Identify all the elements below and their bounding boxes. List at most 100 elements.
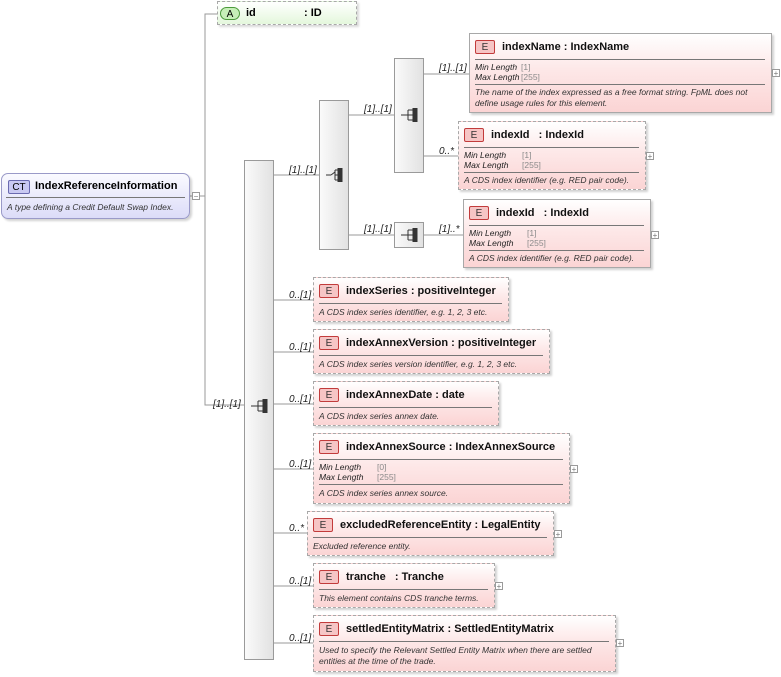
expand-button[interactable]: + <box>495 582 503 591</box>
facet-max-length: Max Length[255] <box>475 72 540 82</box>
element-description: Excluded reference entity. <box>313 541 411 551</box>
element-header: E settledEntityMatrix : SettledEntityMat… <box>319 621 554 637</box>
element-badge: E <box>469 206 489 220</box>
element-badge: E <box>475 40 495 54</box>
element-indexAnnexSource[interactable]: E indexAnnexSource : IndexAnnexSource Mi… <box>313 433 570 504</box>
element-badge: E <box>319 622 339 636</box>
facet-min-length: Min Length[1] <box>475 62 531 72</box>
element-description: A CDS index identifier (e.g. RED pair co… <box>464 175 630 185</box>
multiplicity-indexId-a: 0..* <box>439 146 455 157</box>
multiplicity-inner-sequence-2: [1]..[1] <box>364 224 392 235</box>
facet-max-length: Max Length[255] <box>319 472 396 482</box>
element-excludedReferenceEntity[interactable]: E excludedReferenceEntity : LegalEntity … <box>307 511 554 556</box>
element-badge: E <box>319 440 339 454</box>
divider <box>319 459 563 460</box>
element-name: indexId <box>496 207 535 219</box>
element-header: E indexAnnexDate : date <box>319 387 465 403</box>
element-badge: E <box>464 128 484 142</box>
element-header: E indexName : IndexName <box>475 39 629 55</box>
sequence-icon <box>401 108 418 122</box>
element-description: Used to specify the Relevant Settled Ent… <box>319 645 592 666</box>
element-indexAnnexVersion[interactable]: E indexAnnexVersion : positiveInteger A … <box>313 329 550 374</box>
element-badge: E <box>319 336 339 350</box>
multiplicity-excludedReferenceEntity: 0..* <box>289 523 305 534</box>
divider <box>319 355 543 356</box>
divider <box>319 303 502 304</box>
element-type: Tranche <box>401 571 444 583</box>
multiplicity-indexAnnexSource: 0..[1] <box>289 459 312 470</box>
expand-button[interactable]: + <box>646 152 654 161</box>
element-name: settledEntityMatrix <box>346 623 445 635</box>
element-header: E indexAnnexVersion : positiveInteger <box>319 335 536 351</box>
element-description: A CDS index series annex date. <box>319 411 440 421</box>
divider <box>464 147 639 148</box>
complex-type-description: A type defining a Credit Default Swap In… <box>7 202 174 212</box>
element-name: indexAnnexSource <box>346 441 446 453</box>
element-description: The name of the index expressed as a fre… <box>475 87 748 108</box>
divider <box>319 589 488 590</box>
element-type: positiveInteger <box>417 285 496 297</box>
expand-button[interactable]: + <box>772 69 780 78</box>
element-description: A CDS index identifier (e.g. RED pair co… <box>469 253 635 263</box>
element-badge: E <box>319 570 339 584</box>
complex-type-name: IndexReferenceInformation <box>35 180 178 192</box>
element-indexId[interactable]: E indexId : IndexId Min Length[1] Max Le… <box>458 121 646 190</box>
element-indexSeries[interactable]: E indexSeries : positiveInteger A CDS in… <box>313 277 509 322</box>
element-header: E excludedReferenceEntity : LegalEntity <box>313 517 541 533</box>
divider <box>313 537 547 538</box>
element-description: A CDS index series version identifier, e… <box>319 359 518 369</box>
element-header: E indexSeries : positiveInteger <box>319 283 496 299</box>
attribute-id[interactable]: A id : ID <box>217 1 357 25</box>
element-settledEntityMatrix[interactable]: E settledEntityMatrix : SettledEntityMat… <box>313 615 616 672</box>
choice-compositor[interactable] <box>319 100 349 250</box>
element-type: IndexId <box>545 129 584 141</box>
expand-button[interactable]: + <box>554 530 562 539</box>
divider <box>469 225 644 226</box>
element-badge: E <box>319 284 339 298</box>
divider <box>464 172 639 173</box>
divider <box>319 407 492 408</box>
complex-type-badge: CT <box>8 180 30 194</box>
attribute-type: : ID <box>304 7 322 19</box>
element-type: date <box>441 389 465 401</box>
element-badge: E <box>313 518 333 532</box>
expand-button[interactable]: + <box>570 465 578 474</box>
element-type: IndexAnnexSource <box>455 441 556 453</box>
element-type: LegalEntity <box>481 519 541 531</box>
multiplicity-outer-sequence: [1]..[1] <box>213 399 241 410</box>
divider <box>6 197 185 198</box>
element-type: positiveInteger <box>457 337 537 349</box>
element-header: E indexAnnexSource : IndexAnnexSource <box>319 439 555 455</box>
multiplicity-settledEntityMatrix: 0..[1] <box>289 633 312 644</box>
multiplicity-indexAnnexDate: 0..[1] <box>289 394 312 405</box>
multiplicity-indexSeries: 0..[1] <box>289 290 312 301</box>
element-type: IndexId <box>550 207 589 219</box>
element-indexId[interactable]: E indexId : IndexId Min Length[1] Max Le… <box>463 199 651 268</box>
element-name: excludedReferenceEntity <box>340 519 472 531</box>
element-indexAnnexDate[interactable]: E indexAnnexDate : date A CDS index seri… <box>313 381 499 426</box>
expand-button[interactable]: + <box>651 231 659 240</box>
element-header: E indexId : IndexId <box>469 205 589 221</box>
multiplicity-tranche: 0..[1] <box>289 576 312 587</box>
choice-icon <box>326 168 343 182</box>
outer-sequence[interactable] <box>244 160 274 660</box>
divider <box>319 641 609 642</box>
element-name: indexId <box>491 129 530 141</box>
element-name: indexName <box>502 41 561 53</box>
attribute-name: id <box>246 7 256 19</box>
complex-type-box[interactable]: CT IndexReferenceInformation A type defi… <box>1 173 190 219</box>
element-name: indexAnnexVersion <box>346 337 449 349</box>
divider <box>475 59 765 60</box>
element-name: tranche <box>346 571 386 583</box>
element-tranche[interactable]: E tranche : Tranche This element contain… <box>313 563 495 608</box>
expand-button[interactable]: + <box>616 639 624 648</box>
facet-min-length: Min Length[1] <box>469 228 537 238</box>
divider <box>469 250 644 251</box>
sequence-icon <box>401 228 418 242</box>
element-indexName[interactable]: E indexName : IndexName Min Length[1] Ma… <box>469 33 772 113</box>
collapse-button[interactable]: − <box>192 192 200 201</box>
element-name: indexSeries <box>346 285 408 297</box>
element-description: A CDS index series annex source. <box>319 488 449 498</box>
sequence-icon <box>251 399 268 413</box>
multiplicity-indexAnnexVersion: 0..[1] <box>289 342 312 353</box>
